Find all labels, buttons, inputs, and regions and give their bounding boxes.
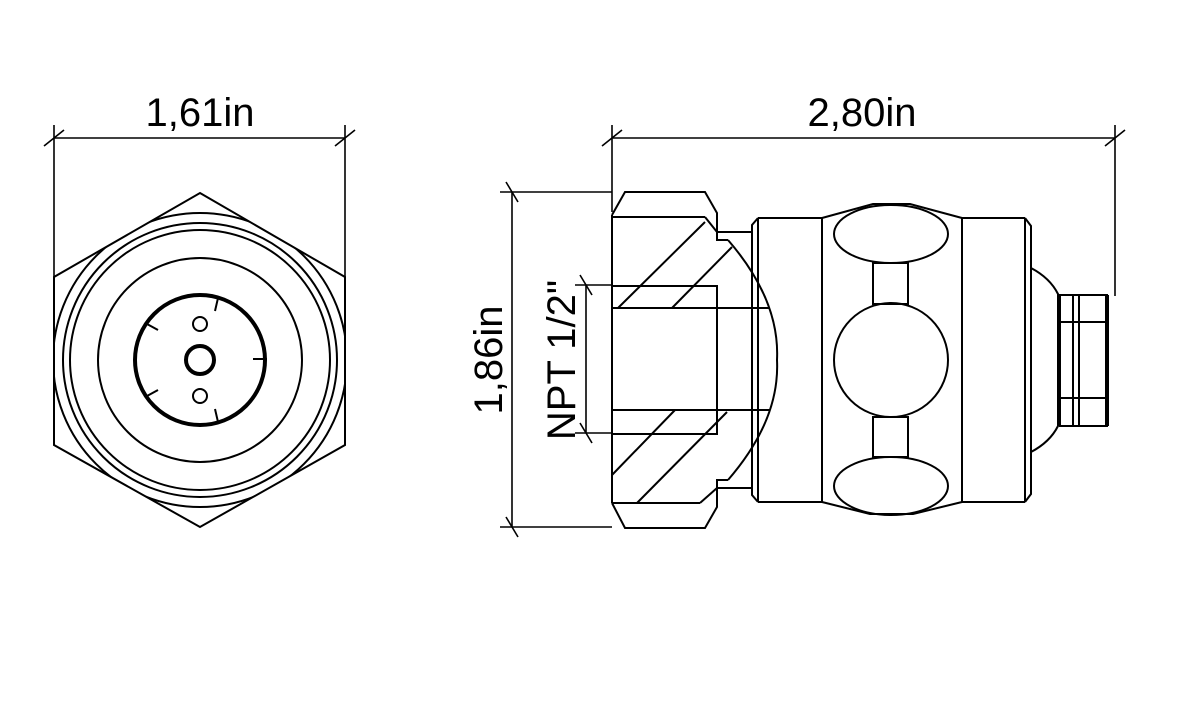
side-view: 2,80in 1,86in NPT 1/2" (467, 91, 1126, 538)
height-dimension-label: 1,86in (467, 306, 511, 415)
grip-oval-top (833, 204, 949, 264)
pin-hole-bottom (192, 388, 208, 404)
neck (717, 231, 752, 489)
outer-ring (62, 222, 338, 498)
front-view: 1,61in (43, 91, 356, 529)
connector-body (751, 203, 1032, 516)
threaded-bore (611, 285, 718, 435)
grip-web-top (872, 262, 909, 305)
length-dimension-label: 2,80in (808, 91, 917, 135)
pin-hole-top (192, 316, 208, 332)
outer-ring-inner (69, 229, 331, 491)
width-dimension: 1,61in (43, 91, 356, 280)
hex-nut-outline (53, 191, 346, 529)
section-hatch (611, 221, 733, 504)
keying-ticks (146, 297, 267, 423)
grip-web-bottom (872, 416, 909, 458)
center-pin (184, 344, 216, 376)
length-dimension: 2,80in (601, 91, 1126, 296)
grip-oval-bottom (833, 456, 949, 516)
thread-label: NPT 1/2" (540, 280, 584, 440)
hex-nut-section (611, 191, 779, 529)
width-dimension-label: 1,61in (146, 91, 255, 135)
body-ring (97, 257, 303, 463)
height-dimension: 1,86in (467, 181, 612, 538)
grip-circle-center (833, 302, 949, 418)
rear-connector (1030, 267, 1109, 453)
connector-shell (133, 293, 267, 427)
thread-dimension: NPT 1/2" (540, 274, 612, 444)
hex-chamfer-circle (54, 212, 345, 508)
